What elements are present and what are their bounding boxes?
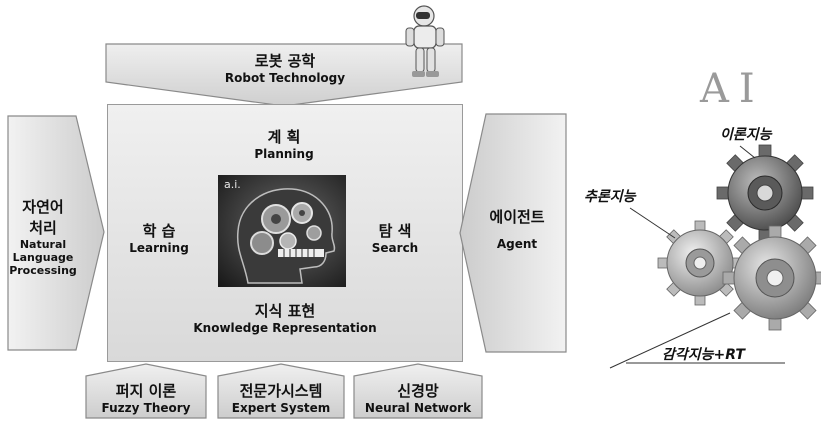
fuzzy-label-en: Fuzzy Theory (101, 401, 191, 415)
right-label-ko: 에이전트 (489, 208, 545, 226)
planning-label-ko: 계 획 (267, 128, 301, 146)
knowledge-label-en: Knowledge Representation (193, 321, 377, 335)
neural-label-ko: 신경망 (397, 382, 439, 400)
gears-graphic (609, 144, 821, 369)
top-label-en: Robot Technology (224, 71, 346, 85)
fuzzy-label-ko: 퍼지 이론 (115, 382, 177, 400)
top-arrow (105, 43, 463, 107)
left-label-en-2: Language (12, 251, 74, 264)
bottom-box-1-shape (85, 363, 207, 419)
gear-label-theory: 이론지능 (720, 127, 772, 143)
knowledge-label-ko: 지식 표현 (254, 302, 316, 320)
right-label-en: Agent (496, 237, 538, 251)
bottom-box-3-shape (353, 363, 483, 419)
search-label-en: Search (371, 241, 419, 255)
left-label-ko-2: 처리 (29, 219, 57, 237)
leader-line-reasoning (629, 207, 676, 239)
gear-label-reasoning: 추론지능 (584, 189, 636, 205)
gear-sensing-icon (722, 225, 821, 331)
learning-label-ko: 학 습 (142, 222, 176, 240)
ai-image-caption: a.i. (224, 178, 241, 191)
left-arrow (7, 115, 105, 351)
leader-line-theory (739, 145, 756, 159)
ai-head-image: a.i. (218, 175, 346, 287)
gear-theory-icon (716, 144, 814, 242)
top-label-ko: 로봇 공학 (254, 52, 316, 70)
expert-label-en: Expert System (231, 401, 331, 415)
gear-label-sensing: 감각지능+RT (662, 347, 745, 363)
expert-label-ko: 전문가시스템 (239, 382, 323, 400)
learning-label-en: Learning (129, 241, 189, 255)
left-label-en-1: Natural (19, 238, 67, 251)
gears-title: AI (700, 66, 765, 112)
search-label-ko: 탐 색 (378, 222, 412, 240)
leader-line-sensing-diag (609, 312, 731, 369)
neural-label-en: Neural Network (364, 401, 472, 415)
robot-icon (405, 5, 445, 77)
right-arrow (459, 113, 567, 353)
left-label-en-3: Processing (9, 264, 77, 277)
bottom-box-2-shape (217, 363, 345, 419)
gear-reasoning-icon (657, 220, 743, 306)
left-label-ko-1: 자연어 (22, 198, 64, 216)
planning-label-en: Planning (254, 147, 314, 161)
